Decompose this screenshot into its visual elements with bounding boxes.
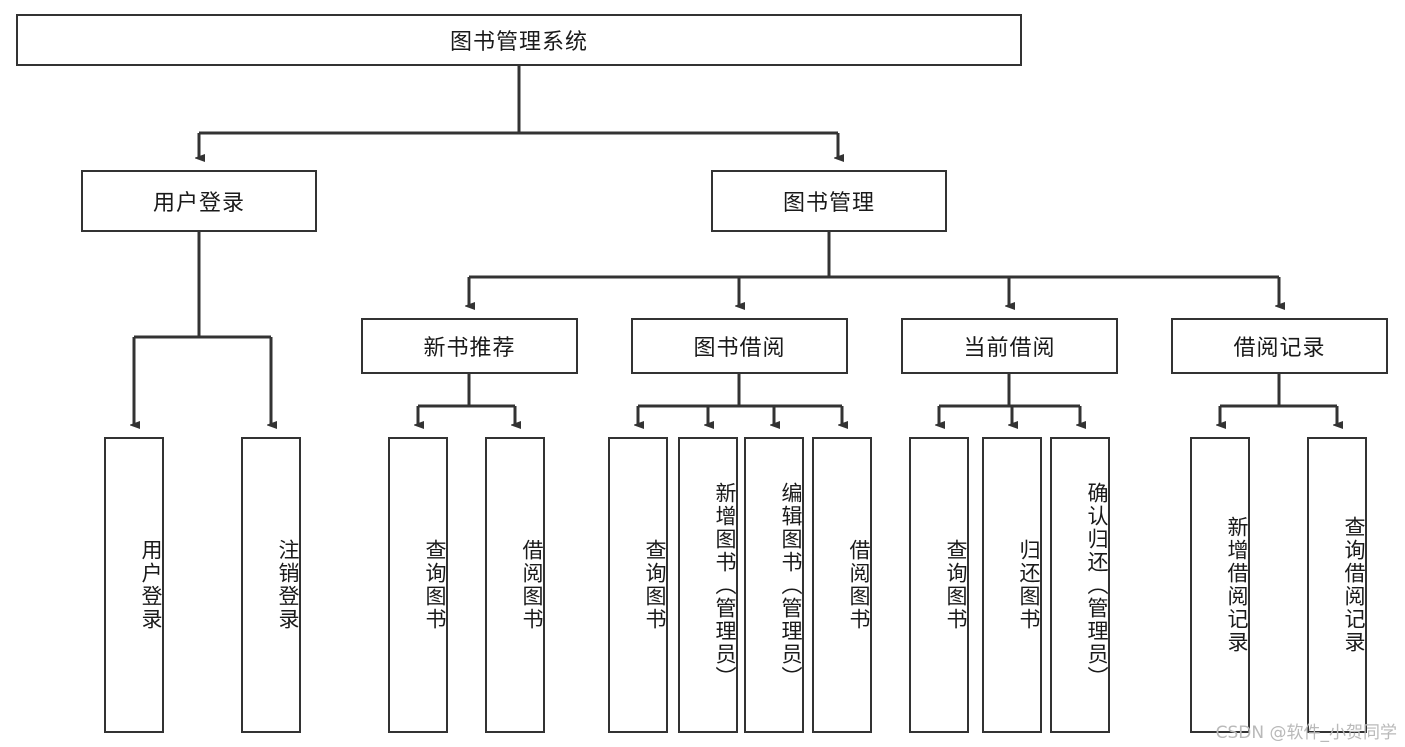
node-level3-1[interactable]: 图书借阅 <box>631 318 848 374</box>
node-label: 查询图书 <box>944 539 968 631</box>
node-leaf-6[interactable]: 编辑图书（管理员） <box>744 437 804 733</box>
node-label: 新增图书（管理员） <box>713 481 737 689</box>
node-leaf-8[interactable]: 查询图书 <box>909 437 969 733</box>
node-level3-3[interactable]: 借阅记录 <box>1171 318 1388 374</box>
node-root-system[interactable]: 图书管理系统 <box>16 14 1022 66</box>
node-label: 借阅图书 <box>847 539 871 631</box>
node-leaf-2[interactable]: 查询图书 <box>388 437 448 733</box>
node-label: 借阅记录 <box>1233 336 1326 361</box>
node-label: 注销登录 <box>276 539 300 631</box>
node-leaf-3[interactable]: 借阅图书 <box>485 437 545 733</box>
node-leaf-10[interactable]: 确认归还（管理员） <box>1050 437 1110 733</box>
node-level3-2[interactable]: 当前借阅 <box>901 318 1118 374</box>
node-label: 当前借阅 <box>963 336 1056 361</box>
node-label: 归还图书 <box>1017 539 1041 631</box>
node-level2-1[interactable]: 图书管理 <box>711 170 947 232</box>
node-leaf-1[interactable]: 注销登录 <box>241 437 301 733</box>
node-leaf-12[interactable]: 查询借阅记录 <box>1307 437 1367 733</box>
node-label: 借阅图书 <box>520 539 544 631</box>
node-leaf-9[interactable]: 归还图书 <box>982 437 1042 733</box>
node-leaf-0[interactable]: 用户登录 <box>104 437 164 733</box>
node-label: 查询图书 <box>423 539 447 631</box>
node-label: 用户登录 <box>139 539 163 631</box>
node-label: 查询借阅记录 <box>1342 516 1366 654</box>
watermark-text: CSDN @软件_小贺同学 <box>1215 723 1397 743</box>
node-label: 图书管理系统 <box>449 30 588 55</box>
node-leaf-4[interactable]: 查询图书 <box>608 437 668 733</box>
node-leaf-7[interactable]: 借阅图书 <box>812 437 872 733</box>
node-label: 确认归还（管理员） <box>1085 481 1109 689</box>
node-label: 用户登录 <box>152 191 245 216</box>
node-label: 新书推荐 <box>423 336 516 361</box>
node-label: 图书借阅 <box>693 336 786 361</box>
node-label: 查询图书 <box>643 539 667 631</box>
node-label: 新增借阅记录 <box>1225 516 1249 654</box>
node-level2-0[interactable]: 用户登录 <box>81 170 317 232</box>
node-level3-0[interactable]: 新书推荐 <box>361 318 578 374</box>
node-label: 编辑图书（管理员） <box>779 481 803 689</box>
node-label: 图书管理 <box>782 191 875 216</box>
node-leaf-5[interactable]: 新增图书（管理员） <box>678 437 738 733</box>
node-leaf-11[interactable]: 新增借阅记录 <box>1190 437 1250 733</box>
